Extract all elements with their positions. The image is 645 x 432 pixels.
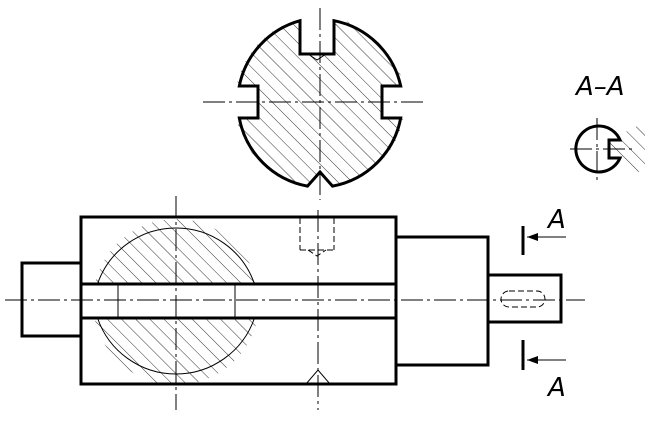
set-screw-hidden	[299, 218, 335, 257]
section-marker-bottom: A	[546, 373, 566, 403]
key-slot-hidden	[500, 290, 546, 308]
small-section-a-a: A–A	[570, 72, 645, 180]
top-section-hatch	[235, 17, 405, 187]
right-shaft	[486, 273, 563, 324]
small-section-outline	[574, 124, 623, 174]
drill-point	[307, 53, 327, 61]
middle-step	[394, 235, 490, 367]
front-view	[5, 196, 585, 410]
small-section-hatch	[609, 126, 645, 172]
top-section-view	[203, 8, 424, 200]
cutting-plane-a: A A	[521, 205, 566, 403]
section-title: A–A	[574, 72, 625, 102]
section-marker-top: A	[546, 205, 566, 235]
top-section-outline	[237, 18, 403, 188]
